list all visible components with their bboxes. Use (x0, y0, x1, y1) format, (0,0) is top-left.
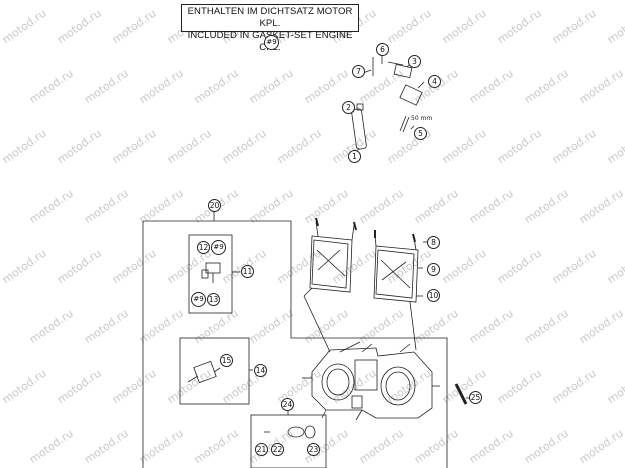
callout-25[interactable]: 25 (469, 391, 482, 404)
intake-manifold-right (373, 234, 423, 303)
callout-15[interactable]: 15 (220, 354, 233, 367)
callout-1[interactable]: 1 (348, 150, 361, 163)
screw-top-mid (353, 221, 357, 231)
callout-12[interactable]: 12 (197, 241, 210, 254)
sensor-parts-14 (187, 360, 221, 384)
callout-gasket-ref[interactable]: #9 (264, 35, 279, 50)
subassembly-box-14 (179, 337, 250, 405)
leader-right-manifold (409, 301, 417, 351)
callout-2[interactable]: 2 (342, 101, 355, 114)
leader-left-manifold (303, 295, 331, 353)
callout-4[interactable]: 4 (428, 75, 441, 88)
assembly-frame (143, 220, 448, 468)
callout-13-gasket-ref[interactable]: #9 (191, 292, 206, 307)
callout-22[interactable]: 22 (271, 443, 284, 456)
subassembly-box-24 (250, 414, 327, 468)
note-line-german: ENTHALTEN IM DICHTSATZ MOTOR KPL. (187, 6, 353, 29)
callout-8[interactable]: 8 (427, 236, 440, 249)
callout-21[interactable]: 21 (255, 443, 268, 456)
callout-11[interactable]: 11 (241, 265, 254, 278)
callout-12-gasket-ref[interactable]: #9 (211, 240, 226, 255)
intake-manifold-left (303, 221, 355, 297)
callout-14[interactable]: 14 (254, 364, 267, 377)
screw-top-right-2 (412, 233, 416, 243)
callout-7[interactable]: 7 (352, 65, 365, 78)
sensor-parts-11 (201, 262, 221, 283)
callout-5[interactable]: 5 (414, 127, 427, 140)
callout-6[interactable]: 6 (376, 43, 389, 56)
dimension-label: 50 mm (411, 115, 433, 122)
throttle-body-assembly (302, 341, 440, 421)
callout-23[interactable]: 23 (307, 443, 320, 456)
screw-top-left (315, 217, 319, 227)
callout-10[interactable]: 10 (427, 289, 440, 302)
callout-24[interactable]: 24 (281, 398, 294, 411)
sensor-parts-24 (264, 425, 316, 439)
callout-13[interactable]: 13 (207, 293, 220, 306)
callout-9[interactable]: 9 (427, 263, 440, 276)
subassembly-box-11 (188, 234, 233, 314)
callout-3[interactable]: 3 (408, 55, 421, 68)
callout-20[interactable]: 20 (208, 199, 221, 212)
rod-part-25 (454, 383, 468, 405)
